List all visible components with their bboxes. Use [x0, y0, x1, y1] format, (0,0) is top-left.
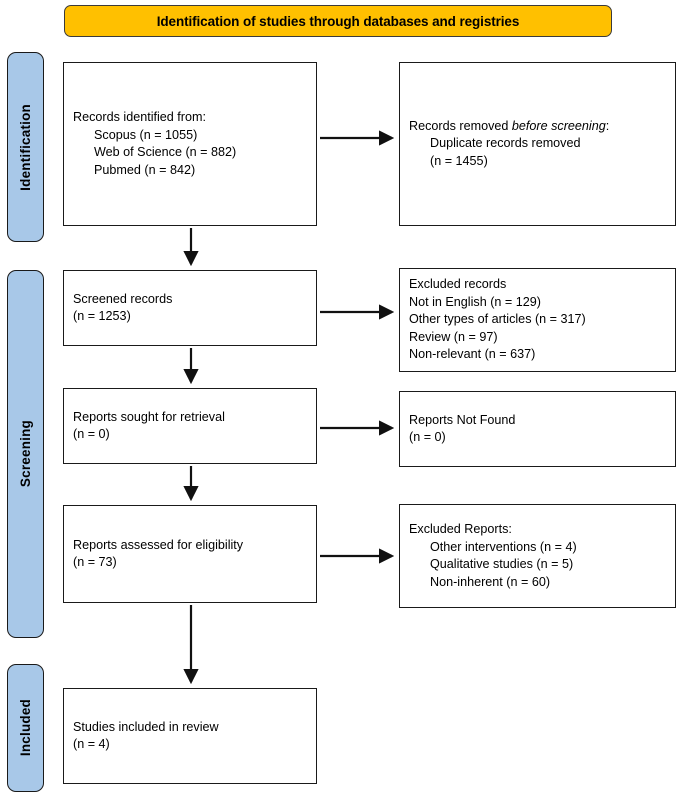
box-studies-included-in-review: Studies included in review (n = 4) [63, 688, 317, 784]
box-reports-not-found: Reports Not Found (n = 0) [399, 391, 676, 467]
box-text-line: (n = 1455) [430, 153, 488, 168]
box-text-line: Excluded Reports: [409, 522, 512, 536]
box-text-line: Non-inherent (n = 60) [430, 574, 551, 589]
box-text-line: (n = 0) [409, 430, 446, 444]
box-text-line: Scopus (n = 1055) [94, 127, 198, 142]
box-text-line: Records identified from: [73, 110, 206, 124]
box-text-line: Not in English (n = 129) [409, 294, 541, 309]
box-text-line: Web of Science (n = 882) [94, 145, 237, 159]
box-text-line: Pubmed (n = 842) [94, 162, 196, 177]
box-text-line: Studies included in review [73, 719, 219, 734]
diagram-title: Identification of studies through databa… [156, 13, 520, 29]
box-records-removed-text: Records removed before screening: Duplica… [400, 118, 675, 171]
box-text-line: (n = 1253) [73, 309, 131, 323]
box-reports-assessed-for-eligibility: Reports assessed for eligibility (n = 73) [63, 505, 317, 603]
box-records-identified: Records identified from: Scopus (n = 1055… [63, 62, 317, 226]
box-screened-records-text: Screened records (n = 1253) [64, 291, 316, 326]
phase-tab-screening: Screening [7, 270, 44, 638]
box-text-line: Duplicate records removed [430, 136, 581, 151]
box-text-line: (n = 4) [73, 737, 110, 751]
box-reports-not-found-text: Reports Not Found (n = 0) [400, 412, 675, 447]
box-text-line: Reports sought for retrieval [73, 409, 225, 424]
box-text-line: Non-relevant (n = 637) [409, 347, 536, 362]
box-text-line: (n = 0) [73, 427, 110, 441]
box-text-line: Reports Not Found [409, 412, 516, 427]
box-excluded-reports: Excluded Reports: Other interventions (n … [399, 504, 676, 608]
phase-tab-identification: Identification [7, 52, 44, 242]
box-studies-included-text: Studies included in review (n = 4) [64, 719, 316, 754]
box-text-line: Reports assessed for eligibility [73, 537, 244, 552]
box-text-line: Records removed before screening: [409, 118, 610, 133]
phase-label-included: Included [18, 699, 33, 757]
box-reports-assessed-text: Reports assessed for eligibility (n = 73) [64, 537, 316, 572]
diagram-header-banner: Identification of studies through databa… [64, 5, 612, 37]
box-reports-sought-text: Reports sought for retrieval (n = 0) [64, 409, 316, 444]
phase-tab-included: Included [7, 664, 44, 792]
emphasized-text: before screening [511, 118, 606, 133]
box-text-line: Other interventions (n = 4) [430, 539, 577, 554]
box-text-line: Other types of articles (n = 317) [409, 312, 586, 327]
box-reports-sought-for-retrieval: Reports sought for retrieval (n = 0) [63, 388, 317, 464]
box-text-line: Excluded records [409, 277, 507, 292]
box-text-line: Review (n = 97) [409, 329, 498, 344]
box-screened-records: Screened records (n = 1253) [63, 270, 317, 346]
box-text-line: (n = 73) [73, 555, 117, 569]
box-records-identified-text: Records identified from: Scopus (n = 1055… [64, 109, 316, 179]
box-records-removed: Records removed before screening: Duplica… [399, 62, 676, 226]
box-excluded-reports-text: Excluded Reports: Other interventions (n … [400, 521, 675, 591]
box-text-line: Screened records [73, 291, 173, 306]
phase-label-identification: Identification [18, 103, 33, 191]
phase-label-screening: Screening [18, 420, 33, 488]
box-text-line: Qualitative studies (n = 5) [430, 557, 574, 571]
